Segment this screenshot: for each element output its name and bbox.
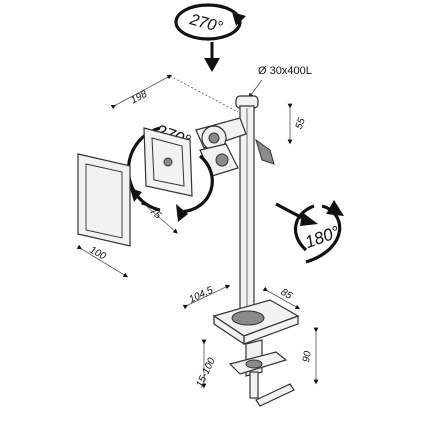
- clamp-range-label: 15-100: [195, 356, 218, 389]
- vesa-head-plate: [143, 127, 193, 197]
- pole-down-arrow: [204, 42, 220, 72]
- pole-diameter-callout: Ø 30x400L: [248, 65, 312, 98]
- arm-length-label: 198: [129, 89, 149, 107]
- vesa-large-dimension: 100: [76, 244, 129, 278]
- clamp-range-dimension: 15-100: [195, 339, 218, 389]
- base-width-label: 104,5: [187, 285, 215, 306]
- vesa-large-plate: [77, 153, 131, 247]
- clamp-offset-dimension: 55: [287, 103, 308, 145]
- arm-length-dimension: 198: [110, 74, 239, 113]
- top-rotation-indicator: 270°: [174, 3, 246, 41]
- top-rotation-label: 270°: [187, 11, 225, 36]
- clamp-offset-label: 55: [294, 116, 308, 131]
- desk-clamp: [212, 299, 300, 407]
- clamp-height-label: 90: [301, 350, 314, 363]
- base-width-dimension: 104,5: [182, 285, 231, 310]
- base-depth-dimension: 85: [262, 286, 301, 310]
- swivel-rotation-label: 180°: [302, 222, 342, 252]
- vesa-small-dimension: 75: [140, 200, 178, 234]
- pole-diameter-label: Ø 30x400L: [258, 65, 312, 77]
- clamp-height-dimension: 90: [301, 327, 319, 385]
- tilt-arm: [195, 117, 275, 177]
- swivel-rotation-indicator: 180°: [275, 200, 344, 264]
- base-depth-label: 85: [279, 287, 295, 302]
- vesa-large-label: 100: [88, 245, 108, 263]
- vertical-pole: [235, 95, 259, 317]
